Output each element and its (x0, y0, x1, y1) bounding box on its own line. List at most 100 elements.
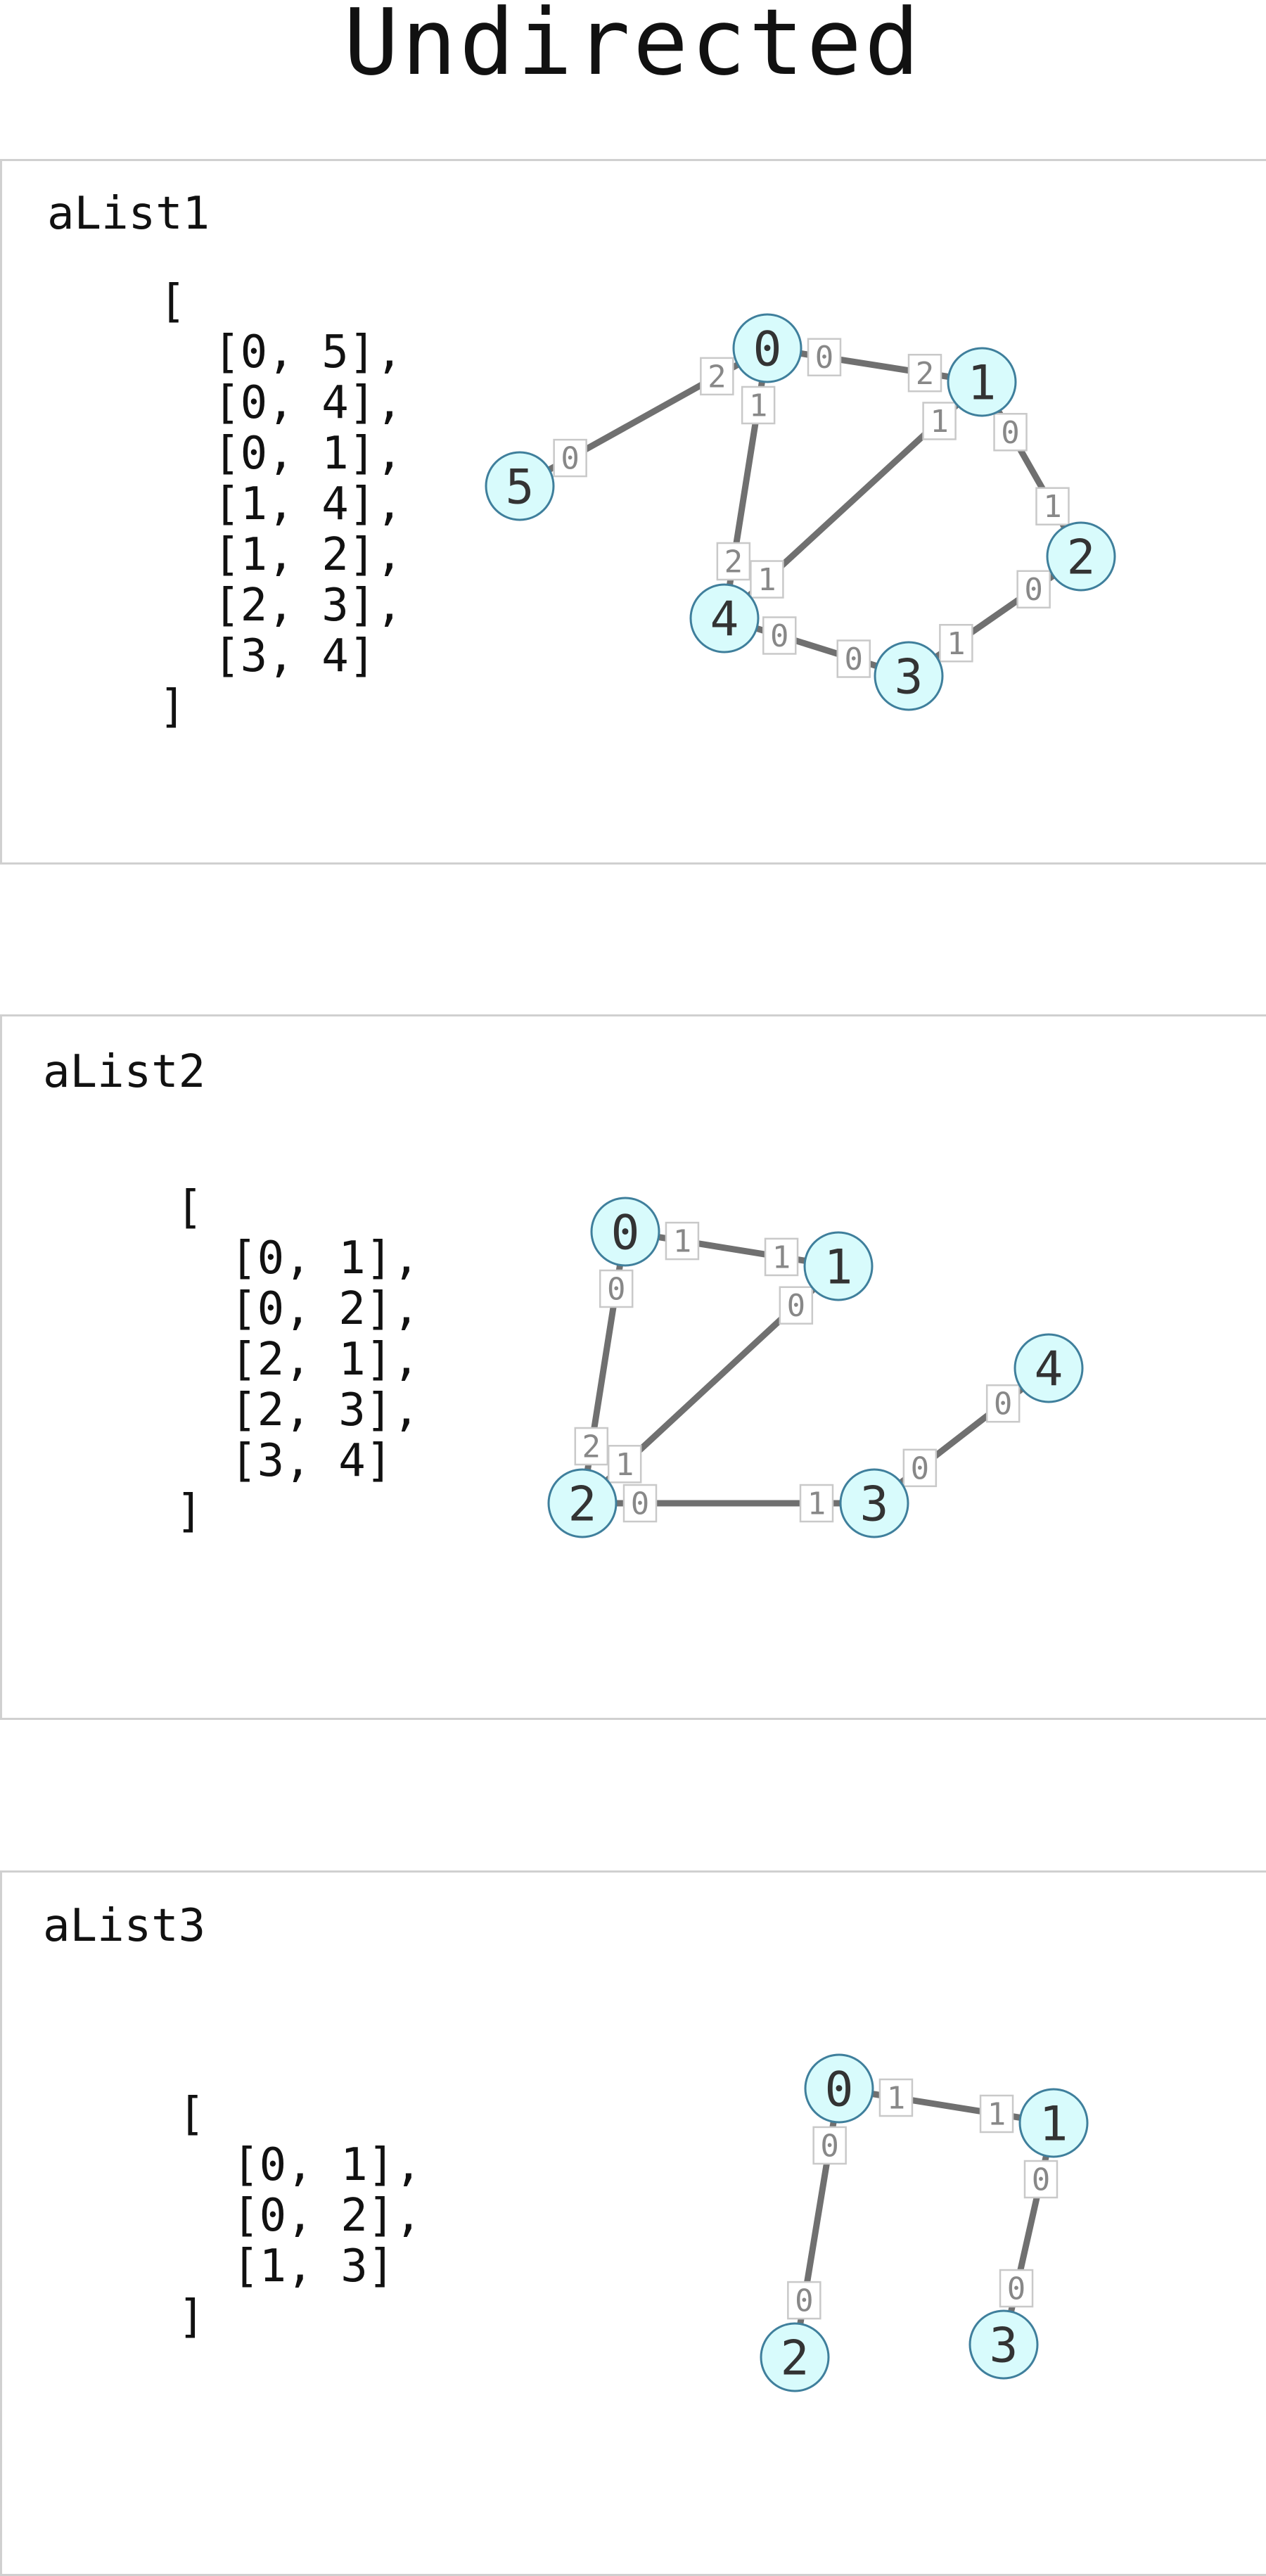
edge-endpoint-label: 0 (622, 1484, 658, 1523)
node-label: 1 (824, 1240, 853, 1296)
edge-label-box (799, 1484, 834, 1523)
edge-label-box (553, 438, 587, 478)
graph-node: 3 (968, 2309, 1039, 2380)
edge-label-box (599, 1269, 634, 1308)
node-circle (804, 2053, 874, 2124)
edge-label-box (787, 2281, 821, 2320)
edge-endpoint-label: 0 (1023, 2160, 1059, 2199)
graph-node: 5 (485, 451, 555, 521)
edge-label-box (902, 1448, 938, 1488)
code-line: [1, 2], (159, 529, 403, 581)
graph-node: 2 (1046, 521, 1116, 592)
edge-endpoint-label: 0 (1016, 570, 1051, 608)
edge-label-box (574, 1427, 609, 1466)
node-label: 2 (781, 2331, 810, 2387)
code-line: [ (159, 276, 186, 328)
edge-endpoint-label: 1 (607, 1445, 642, 1484)
edge-endpoint-label: 1 (799, 1484, 834, 1523)
edge-endpoint-label: 1 (878, 2078, 914, 2117)
node-circle (689, 583, 760, 653)
edge-label-text: 1 (673, 1224, 692, 1260)
code-line: ] (159, 681, 186, 733)
edge-label-text: 1 (947, 626, 966, 662)
edge-label-text: 1 (615, 1447, 634, 1483)
code-line: [3, 4] (176, 1435, 393, 1487)
edge-label-box (665, 1221, 700, 1261)
graph-node: 4 (1014, 1333, 1084, 1403)
edge-endpoint-label: 1 (979, 2094, 1014, 2134)
node-circle (547, 1468, 618, 1538)
code-line: [2, 3], (176, 1384, 420, 1436)
edge-label-text: 2 (708, 359, 727, 395)
edge-label-text: 0 (911, 1450, 930, 1486)
edge-endpoint-label: 0 (779, 1286, 814, 1325)
edge-endpoint-label: 0 (599, 1269, 634, 1308)
edge-endpoint-label: 0 (762, 616, 797, 655)
graph-node: 4 (689, 583, 760, 653)
edge-label-box (878, 2078, 914, 2117)
edge-label-text: 0 (1007, 2271, 1026, 2307)
edge-endpoint-label: 0 (985, 1384, 1021, 1423)
edge-label-text: 1 (1043, 489, 1062, 525)
node-label: 4 (1035, 1342, 1063, 1398)
panel-title: aList2 (43, 1046, 206, 1098)
edge-label-box (836, 639, 871, 678)
node-label: 0 (611, 1206, 640, 1261)
graph-node: 0 (590, 1197, 660, 1267)
code-line: [ (176, 1182, 203, 1234)
code-line: [0, 2], (178, 2190, 422, 2242)
node-circle (760, 2322, 830, 2392)
node-circle (1014, 1333, 1084, 1403)
adjacency-list-code: [ [0, 1], [0, 2], [2, 1], [2, 3], [3, 4]… (176, 1182, 420, 1537)
graph-edge (764, 345, 985, 385)
edge-endpoint-label: 1 (764, 1237, 799, 1277)
code-line: [1, 4], (159, 478, 403, 530)
edge-label-text: 0 (1001, 415, 1020, 451)
node-label: 5 (506, 460, 535, 516)
edge-label-box (807, 338, 842, 376)
edge-label-text: 1 (887, 2081, 906, 2117)
edge-label-box (762, 616, 797, 655)
node-circle (590, 1197, 660, 1267)
edge-endpoint-label: 1 (750, 560, 784, 599)
node-circle (874, 641, 944, 711)
edge-endpoint-label: 0 (902, 1448, 938, 1488)
edge-label-box (779, 1286, 814, 1325)
edge-label-text: 0 (815, 340, 834, 376)
edge-endpoint-label: 0 (812, 2126, 847, 2165)
edge-label-text: 2 (916, 356, 935, 392)
node-circle (1046, 521, 1116, 592)
edge-label-text: 0 (770, 618, 789, 654)
graph-panel-alist2: aList2 [ [0, 1], [0, 2], [2, 1], [2, 3],… (0, 1014, 1266, 1720)
node-label: 3 (895, 650, 923, 706)
edge-label-text: 0 (561, 441, 580, 477)
edge-label-box (700, 357, 734, 396)
edge-label-text: 0 (787, 1288, 806, 1324)
code-line: [2, 1], (176, 1334, 420, 1386)
edge-endpoint-label: 2 (716, 542, 751, 581)
edge-label-text: 0 (607, 1271, 626, 1307)
node-label: 3 (990, 2319, 1018, 2374)
edge-endpoint-label: 2 (700, 357, 734, 396)
edge-label-text: 1 (772, 1239, 791, 1275)
edge-label-box (716, 542, 751, 581)
edge-label-box (750, 560, 784, 599)
node-label: 3 (860, 1477, 889, 1533)
graph-node: 1 (947, 347, 1017, 417)
edge-endpoint-label: 2 (574, 1427, 609, 1466)
edge-label-box (1035, 487, 1070, 525)
code-line: ] (178, 2291, 205, 2343)
edge-endpoint-label: 1 (939, 624, 973, 663)
code-line: [ (178, 2089, 205, 2141)
node-label: 4 (710, 592, 739, 648)
page-title: Undirected (343, 0, 923, 96)
node-label: 0 (753, 322, 782, 378)
edge-label-text: 1 (987, 2096, 1006, 2132)
edge-label-text: 1 (930, 404, 949, 440)
edge-label-text: 2 (582, 1429, 601, 1465)
edge-endpoint-label: 0 (807, 338, 842, 376)
graph-edge (836, 2085, 1057, 2127)
node-label: 2 (568, 1477, 597, 1533)
